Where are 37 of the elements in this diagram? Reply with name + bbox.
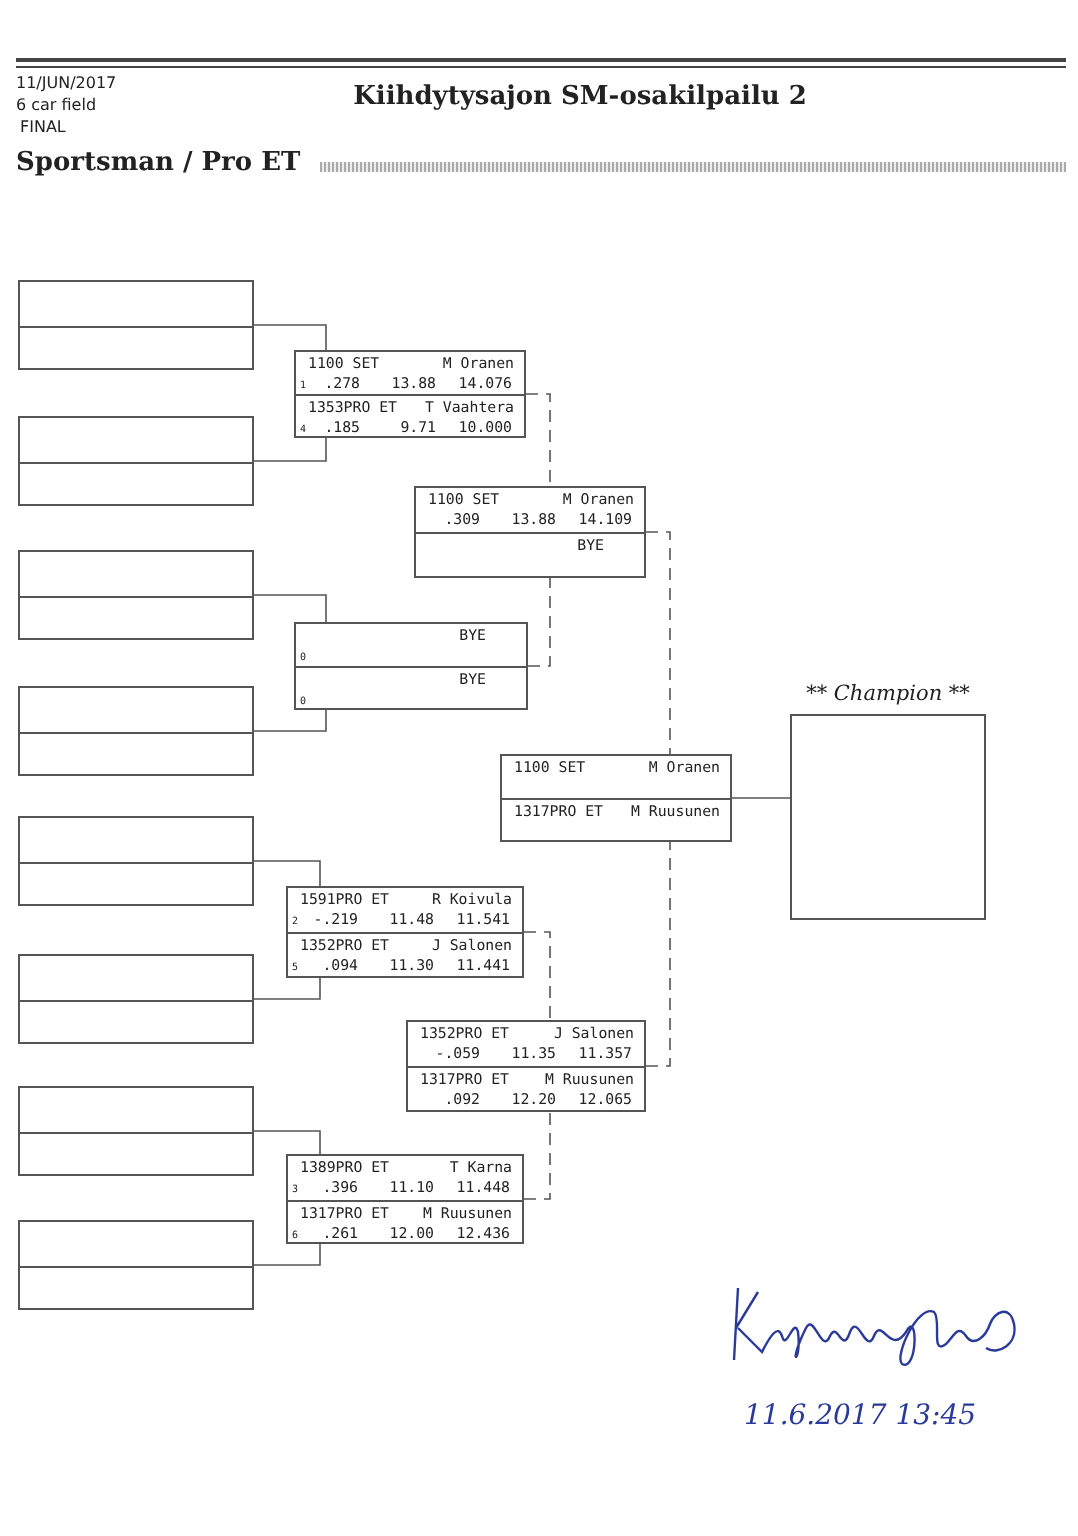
entry-box [18, 1220, 254, 1310]
match-box [406, 1020, 646, 1112]
bracket-line [523, 1111, 551, 1200]
page-title: Kiihdytysajon SM-osakilpailu 2 [351, 82, 809, 114]
bracket-line [525, 393, 551, 487]
entry-box [18, 416, 254, 506]
bracket-line [253, 709, 327, 732]
bracket-line [253, 594, 327, 623]
bracket-line [731, 797, 791, 799]
match-box [294, 622, 528, 710]
bracket-line [645, 531, 671, 755]
bracket-line [253, 1130, 321, 1155]
entry-box [18, 954, 254, 1044]
match-box [286, 1154, 524, 1244]
match-box [500, 754, 732, 842]
class-heading: Sportsman / Pro ET [16, 148, 301, 180]
champion-heading: ** Champion ** [804, 682, 972, 708]
bracket-line [527, 577, 551, 667]
entry-box [18, 686, 254, 776]
entry-box [18, 280, 254, 370]
match-box [414, 486, 646, 578]
entry-box [18, 816, 254, 906]
round-text: FINAL [20, 116, 66, 138]
bracket-line [253, 977, 321, 1000]
bracket-line [645, 841, 671, 1067]
bracket-line [253, 437, 327, 462]
date-text: 11/JUN/2017 [16, 72, 117, 94]
match-box [286, 886, 524, 978]
bracket-line [523, 931, 551, 1021]
field-size-text: 6 car field [16, 94, 97, 116]
bracket-line [253, 324, 327, 351]
bracket-line [253, 860, 321, 887]
entry-box [18, 1086, 254, 1176]
handwritten-date: 11.6.2017 13:45 [744, 1400, 977, 1432]
match-box [294, 350, 526, 438]
bracket-line [253, 1243, 321, 1266]
entry-box [18, 550, 254, 640]
